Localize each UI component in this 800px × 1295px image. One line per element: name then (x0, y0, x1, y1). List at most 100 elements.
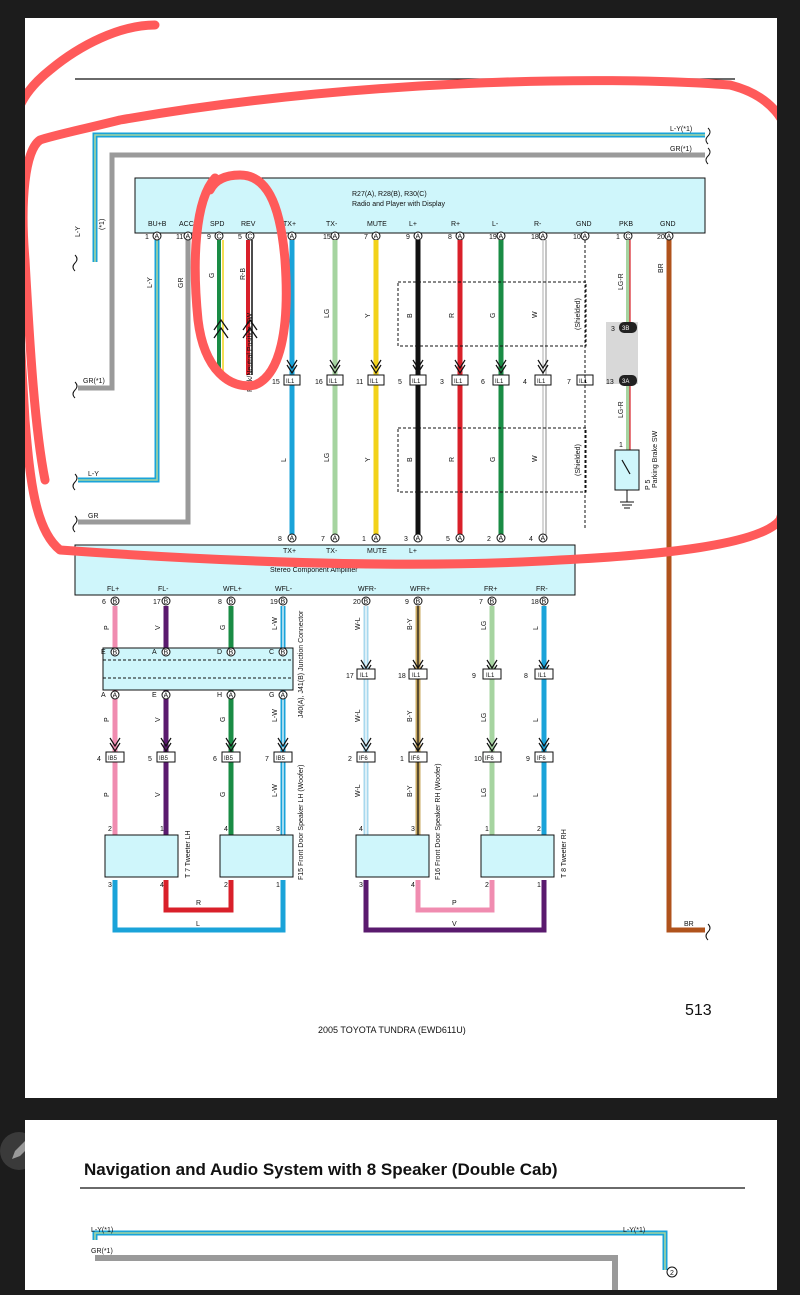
ly1-top-label: L-Y(*1) (670, 126, 692, 133)
upper-wire-color-lower-1: LG (324, 453, 331, 462)
amp-conn-letter-3: B (281, 599, 286, 606)
junction-top-conn-2 (226, 647, 236, 657)
amp-terminal-7: FR- (536, 586, 548, 593)
lower-conn-label-3: IB5 (276, 756, 286, 762)
shielded-label-1: (Shielded) (575, 298, 582, 330)
speaker-wire-color-low-3: L-W (272, 784, 279, 797)
amp-conn-letter-5: B (416, 599, 421, 606)
amp-conn-letter-1: B (164, 599, 169, 606)
p2-ly1-right: L-Y(*1) (623, 1227, 645, 1234)
speaker-pin-13: 4 (411, 882, 415, 889)
amp-top-conn-letter-6: A (541, 536, 546, 543)
hu-conn-letter-10: A (541, 234, 546, 241)
speaker-wire-color-2: G (220, 625, 227, 630)
il1-pin-4: 3 (440, 379, 444, 386)
lower-conn-pin-1: 5 (148, 756, 152, 763)
il1-pin-5: 6 (481, 379, 485, 386)
conn-3b: 3B (622, 326, 629, 332)
lower-conn-box-7 (534, 751, 554, 763)
junction-bottom-conn-letter-1: A (164, 693, 169, 700)
hu-conn-letter-3: C (248, 234, 253, 241)
il1-label-6: IL1 (537, 379, 546, 385)
lower-conn-label-5: IF6 (411, 756, 420, 762)
upper-arrow-5 (495, 359, 507, 375)
hu-terminal-6: MUTE (367, 221, 387, 228)
amp-top-pin-2: 1 (362, 536, 366, 543)
hu-pin-12: 1 (616, 234, 620, 241)
amp-conn-6 (487, 596, 497, 606)
hu-terminal-2: SPD (210, 221, 224, 228)
il1-low-label-7: IL1 (538, 673, 547, 679)
il1-low-pin-4: 17 (346, 673, 354, 680)
speaker-wire-color-low-6: LG (481, 788, 488, 797)
junction-bottom-conn-2 (226, 690, 236, 700)
il1-pin-6: 4 (523, 379, 527, 386)
speaker-wire-color-mid-5: B-Y (407, 710, 414, 722)
gr1-left-label: GR(*1) (83, 378, 105, 385)
amp-top-label-1: TX- (326, 548, 338, 555)
speaker-wire-color-low-0: P (104, 792, 111, 797)
hu-terminal-5: TX- (326, 221, 338, 228)
speaker-pin-2: 4 (224, 826, 228, 833)
hu-conn-letter-1: A (186, 234, 191, 241)
il1-box-0 (283, 374, 301, 386)
amp-conn-letter-0: B (113, 599, 118, 606)
speaker-pin-0: 2 (108, 826, 112, 833)
speaker-wire-color-mid-3: L-W (272, 709, 279, 722)
f15-label: F15 Front Door Speaker LH (Woofer) (298, 765, 305, 880)
hu-pin-10: 18 (531, 234, 539, 241)
amp-pin-2: 8 (218, 599, 222, 606)
hu-pin-13: 20 (657, 234, 665, 241)
amp-terminal-0: FL+ (107, 586, 119, 593)
hu-conn-letter-5: A (333, 234, 338, 241)
amp-pin-0: 6 (102, 599, 106, 606)
speaker-pin-12: 3 (359, 882, 363, 889)
pkb-sw-name: Parking Brake SW (652, 430, 659, 488)
amp-top-conn-letter-3: A (416, 536, 421, 543)
junction-top-conn-letter-0: B (113, 650, 118, 657)
speaker-pin-5: 4 (160, 882, 164, 889)
junction-top-conn-0 (110, 647, 120, 657)
lower-conn-box-3 (273, 751, 293, 763)
amp-pin-5: 9 (405, 599, 409, 606)
amp-top-pin-5: 2 (487, 536, 491, 543)
upper-arrow-0 (286, 359, 298, 375)
amp-pin-4: 20 (353, 599, 361, 606)
junction-bottom-conn-1 (161, 690, 171, 700)
lower-conn-label-7: IF6 (537, 756, 546, 762)
gr-left-label: GR (88, 513, 99, 520)
f16-label: F16 Front Door Speaker RH (Woofer) (435, 763, 442, 880)
speaker-pin-9: 3 (411, 826, 415, 833)
speaker-wire-color-low-1: V (155, 792, 162, 797)
hu-conn-letter-8: A (458, 234, 463, 241)
speaker-wire-color-mid-7: L (533, 718, 540, 722)
hu-pin-5: 15 (323, 234, 331, 241)
il1-label-4: IL1 (454, 379, 463, 385)
lower-conn-pin-6: 10 (474, 756, 482, 763)
amp-conn-letter-6: B (490, 599, 495, 606)
amp-top-pin-4: 5 (446, 536, 450, 543)
amp-conn-1 (161, 596, 171, 606)
il1-pin-2: 11 (356, 379, 363, 386)
speaker-wire-color-low-7: L (533, 793, 540, 797)
pkb-color-1: LG-R (618, 273, 625, 290)
speaker-wire-color-mid-6: LG (481, 713, 488, 722)
lower-conn-box-2 (221, 751, 241, 763)
amplifier-title: Stereo Component Amplifier (270, 567, 358, 574)
speaker-pin-3: 3 (276, 826, 280, 833)
p2-ly1-left: L-Y(*1) (91, 1227, 113, 1234)
junction-top-conn-letter-3: B (281, 650, 286, 657)
junction-top-letter-0: E (101, 649, 106, 656)
il1-label-3: IL1 (412, 379, 421, 385)
amp-conn-4 (361, 596, 371, 606)
amp-top-conn-3 (413, 533, 423, 543)
speaker-arrow-0 (109, 737, 121, 753)
il1-low-box-6 (482, 668, 502, 680)
junction-bottom-letter-2: H (217, 692, 222, 699)
amp-top-conn-letter-4: A (458, 536, 463, 543)
speaker-arrow-4 (360, 737, 372, 753)
upper-arrow-3 (412, 359, 424, 375)
il1-pin-1: 16 (315, 379, 323, 386)
hu-terminal-9: L- (492, 221, 499, 228)
